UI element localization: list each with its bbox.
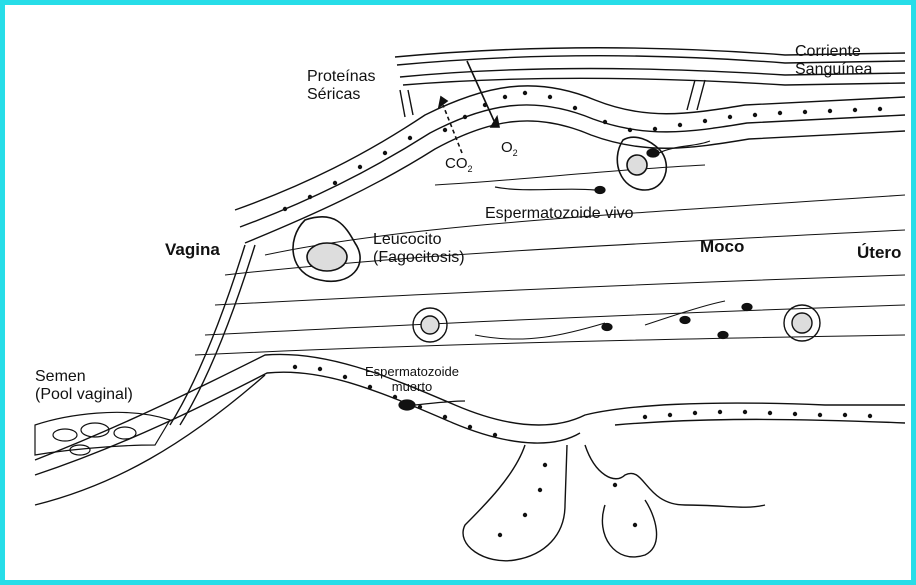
label-co2-base: CO bbox=[445, 155, 468, 172]
label-o2: O2 bbox=[501, 139, 518, 158]
cell-nuclei bbox=[283, 91, 882, 537]
label-co2-sub: 2 bbox=[468, 164, 473, 174]
label-proteinas-line2: Séricas bbox=[307, 86, 375, 104]
label-vagina: Vagina bbox=[165, 240, 220, 260]
illustration bbox=[5, 5, 911, 580]
semen-pool bbox=[35, 412, 170, 455]
label-corriente: Corriente Sanguínea bbox=[795, 43, 872, 80]
label-moco: Moco bbox=[700, 237, 744, 257]
label-semen: Semen (Pool vaginal) bbox=[35, 368, 133, 405]
label-leucocito-line2: (Fagocitosis) bbox=[373, 249, 465, 267]
label-esperm-muerto-line2: muerto bbox=[365, 380, 459, 395]
label-semen-line1: Semen bbox=[35, 368, 133, 386]
label-semen-line2: (Pool vaginal) bbox=[35, 386, 133, 404]
label-espermatozoide-vivo: Espermatozoide vivo bbox=[485, 205, 634, 223]
label-utero: Útero bbox=[857, 243, 901, 263]
gas-arrows bbox=[439, 61, 499, 153]
label-co2: CO2 bbox=[445, 155, 473, 174]
lower-epithelium bbox=[35, 354, 905, 560]
leucocyte bbox=[293, 217, 360, 282]
label-o2-base: O bbox=[501, 139, 513, 156]
label-corriente-line2: Sanguínea bbox=[795, 61, 872, 79]
label-corriente-line1: Corriente bbox=[795, 43, 872, 61]
label-esperm-muerto-line1: Espermatozoide bbox=[365, 365, 459, 380]
label-espermatozoide-muerto: Espermatozoide muerto bbox=[365, 365, 459, 395]
label-o2-sub: 2 bbox=[513, 148, 518, 158]
label-proteinas: Proteínas Séricas bbox=[307, 68, 375, 105]
label-proteinas-line1: Proteínas bbox=[307, 68, 375, 86]
label-leucocito: Leucocito (Fagocitosis) bbox=[373, 231, 465, 268]
label-leucocito-line1: Leucocito bbox=[373, 231, 465, 249]
